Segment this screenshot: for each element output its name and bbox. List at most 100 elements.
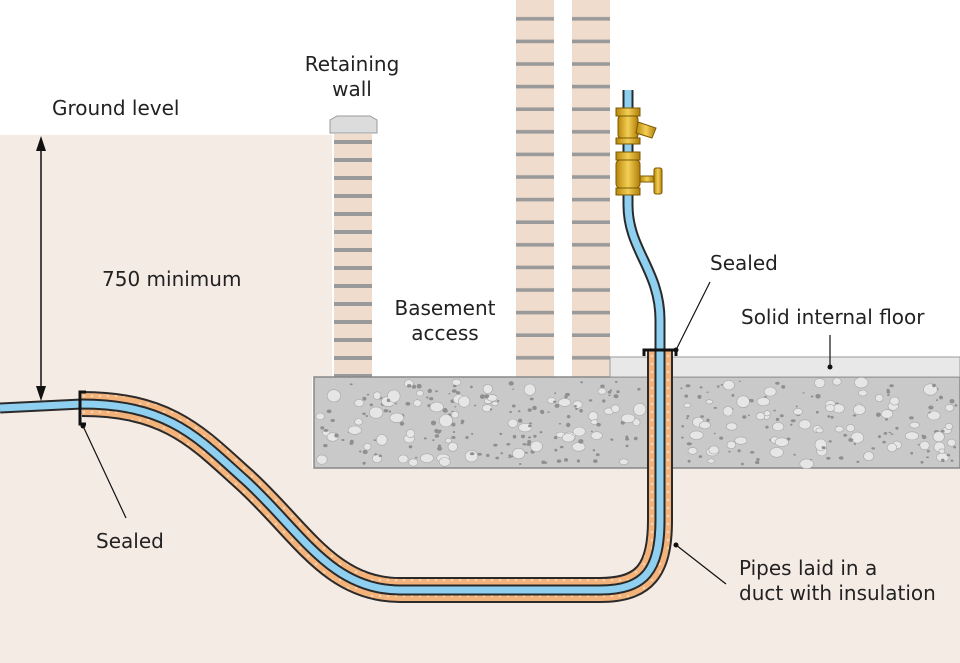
aggregate-stone	[799, 458, 814, 469]
aggregate-stone	[932, 431, 945, 443]
aggregate-stone	[532, 405, 537, 411]
ground-soil	[0, 135, 960, 663]
aggregate-stone	[689, 430, 704, 440]
aggregate-stone	[525, 451, 528, 454]
aggregate-stone	[495, 456, 500, 460]
aggregate-stone	[389, 412, 404, 423]
aggregate-stone	[452, 384, 457, 388]
aggregate-stone	[821, 446, 826, 450]
aggregate-stone	[554, 403, 560, 408]
label-sealed-left: Sealed	[96, 529, 164, 553]
aggregate-stone	[886, 390, 891, 394]
aggregate-stone	[518, 418, 523, 423]
aggregate-stone	[491, 401, 499, 407]
aggregate-stone	[436, 430, 441, 434]
aggregate-stone	[362, 449, 368, 455]
aggregate-stone	[941, 458, 945, 462]
aggregate-stone	[527, 436, 532, 439]
aggregate-stone	[489, 408, 493, 411]
aggregate-stone	[928, 411, 931, 414]
aggregate-stone	[946, 453, 951, 457]
aggregate-stone	[572, 426, 586, 437]
aggregate-stone	[889, 396, 900, 406]
aggregate-stone	[707, 458, 715, 464]
aggregate-stone	[315, 412, 325, 421]
aggregate-stone	[429, 401, 444, 413]
label-basement-access-line1: Basement	[394, 296, 496, 320]
label-ground-level: Ground level	[52, 96, 180, 120]
aggregate-stone	[429, 397, 434, 401]
aggregate-stone	[423, 437, 427, 440]
leader-sealed-top	[675, 281, 711, 351]
aggregate-stone	[939, 395, 943, 400]
aggregate-stone	[576, 459, 581, 463]
aggregate-stone	[454, 406, 457, 408]
aggregate-stone	[416, 383, 422, 389]
aggregate-stone	[895, 426, 899, 430]
aggregate-stone	[738, 380, 741, 382]
aggregate-stone	[815, 410, 819, 414]
aggregate-stone	[349, 442, 354, 445]
aggregate-stone	[686, 442, 692, 446]
aggregate-stone	[827, 415, 831, 418]
aggregate-stone	[563, 458, 569, 462]
aggregate-stone	[588, 399, 593, 402]
aggregate-stone	[755, 460, 760, 465]
aggregate-stone	[479, 394, 485, 399]
aggregate-stone	[949, 399, 955, 404]
label-retaining-wall-line1: Retaining	[304, 52, 400, 76]
aggregate-stone	[414, 456, 418, 459]
aggregate-stone	[769, 447, 784, 458]
aggregate-stone	[713, 432, 716, 435]
aggregate-stone	[736, 395, 750, 408]
aggregate-stone	[706, 418, 710, 422]
aggregate-stone	[699, 386, 703, 389]
aggregate-stone	[359, 450, 362, 453]
aggregate-stone	[451, 436, 456, 439]
aggregate-stone	[614, 380, 618, 383]
aggregate-stone	[447, 441, 458, 452]
aggregate-stone	[889, 384, 894, 388]
aggregate-stone	[575, 407, 578, 410]
aggregate-stone	[411, 384, 417, 389]
aggregate-stone	[405, 429, 416, 438]
aggregate-stone	[904, 431, 919, 441]
aggregate-stone	[521, 434, 525, 439]
aggregate-stone	[888, 431, 892, 434]
aggregate-stone	[592, 449, 596, 452]
aggregate-stone	[533, 434, 537, 438]
aggregate-stone	[595, 453, 600, 457]
aggregate-stone	[326, 389, 341, 403]
aggregate-stone	[373, 391, 382, 400]
aggregate-stone	[473, 404, 477, 407]
aggregate-stone	[633, 436, 638, 441]
aggregate-stone	[687, 447, 698, 455]
aggregate-stone	[341, 439, 345, 441]
aggregate-stone	[497, 400, 500, 402]
aggregate-stone	[620, 413, 636, 424]
aggregate-stone	[452, 430, 456, 434]
aggregate-stone	[600, 384, 605, 389]
aggregate-stone	[363, 443, 372, 451]
aggregate-stone	[681, 425, 685, 428]
aggregate-stone	[917, 443, 921, 446]
label-basement-access-line2: access	[411, 321, 479, 345]
aggregate-stone	[610, 438, 614, 441]
aggregate-stone	[471, 432, 474, 435]
label-basement-access: Basement access	[389, 296, 501, 346]
aggregate-stone	[706, 391, 709, 393]
aggregate-stone	[944, 422, 953, 430]
aggregate-stone	[747, 414, 751, 416]
label-retaining-wall-line2: wall	[332, 77, 372, 101]
aggregate-stone	[716, 385, 720, 388]
aggregate-stone	[830, 415, 834, 419]
label-pipes-in-duct-line2: duct with insulation	[739, 581, 936, 605]
aggregate-stone	[574, 404, 577, 408]
aggregate-stone	[512, 448, 525, 460]
aggregate-stone	[728, 450, 731, 453]
aggregate-stone	[506, 443, 511, 446]
aggregate-stone	[500, 452, 504, 455]
aggregate-stone	[590, 430, 594, 433]
aggregate-stone	[814, 438, 827, 451]
